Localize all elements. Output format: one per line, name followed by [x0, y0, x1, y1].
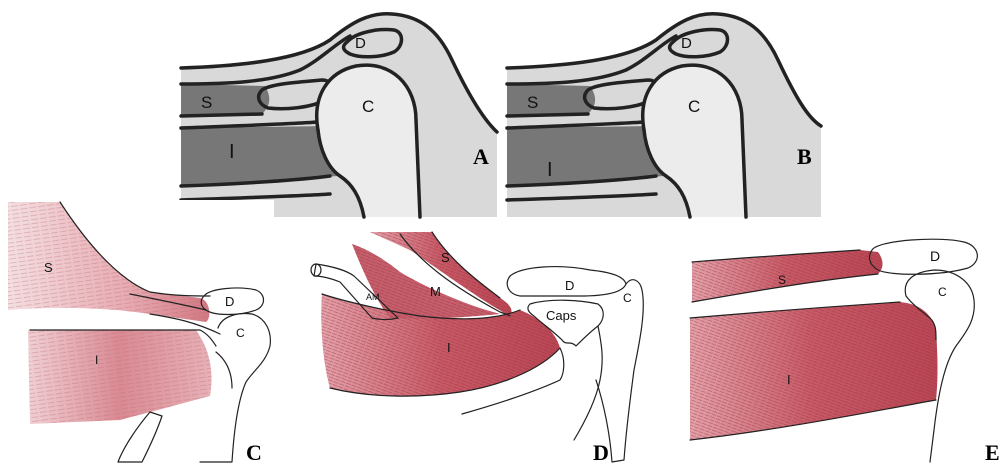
panel-a-label-d: D [355, 35, 366, 52]
panel-c-label-c: C [236, 326, 245, 340]
panel-d-label-m: M [430, 284, 441, 299]
panel-d-label-d: D [565, 278, 574, 293]
panel-c-label-s: S [44, 260, 53, 275]
panel-c-label-d: D [225, 294, 234, 309]
panel-b-label-d: D [681, 35, 692, 52]
panel-d: S M AM D C Caps I D [311, 232, 643, 464]
panel-a-supraspinatus-band [181, 84, 269, 116]
panel-d-label-am: AM [366, 292, 380, 302]
panel-d-label-caps: Caps [546, 308, 577, 323]
panel-c-label-i: I [95, 353, 98, 367]
panel-b: D S C I B [507, 5, 821, 217]
panel-a-letter: A [473, 144, 489, 169]
panel-d-label-c: C [623, 291, 632, 305]
panel-e-label-i: I [787, 372, 791, 387]
panel-d-coracoid [596, 280, 643, 462]
panel-a-label-s: S [201, 93, 212, 112]
panel-d-label-i: I [447, 340, 451, 355]
panel-d-label-s: S [441, 250, 450, 265]
panel-c-letter: C [246, 440, 262, 464]
panel-e-letter: E [985, 440, 1000, 464]
panel-d-letter: D [593, 440, 609, 464]
panel-e-label-d: D [930, 248, 940, 264]
panel-e-deltoid-shape [870, 239, 978, 274]
panel-e: D S C I E [690, 239, 1000, 464]
panel-b-label-i: I [547, 159, 553, 181]
panel-c: S D C I C [2, 200, 274, 464]
panel-a-label-c: C [362, 97, 374, 116]
panel-b-letter: B [797, 144, 812, 169]
panel-b-supraspinatus-band [507, 84, 595, 116]
panel-e-label-s: S [778, 273, 786, 287]
panel-e-label-c: C [938, 285, 947, 299]
panel-b-label-c: C [688, 97, 700, 116]
panel-a-label-i: I [229, 141, 235, 163]
panel-b-label-s: S [527, 93, 538, 112]
panel-a: D S C I A [181, 5, 497, 217]
